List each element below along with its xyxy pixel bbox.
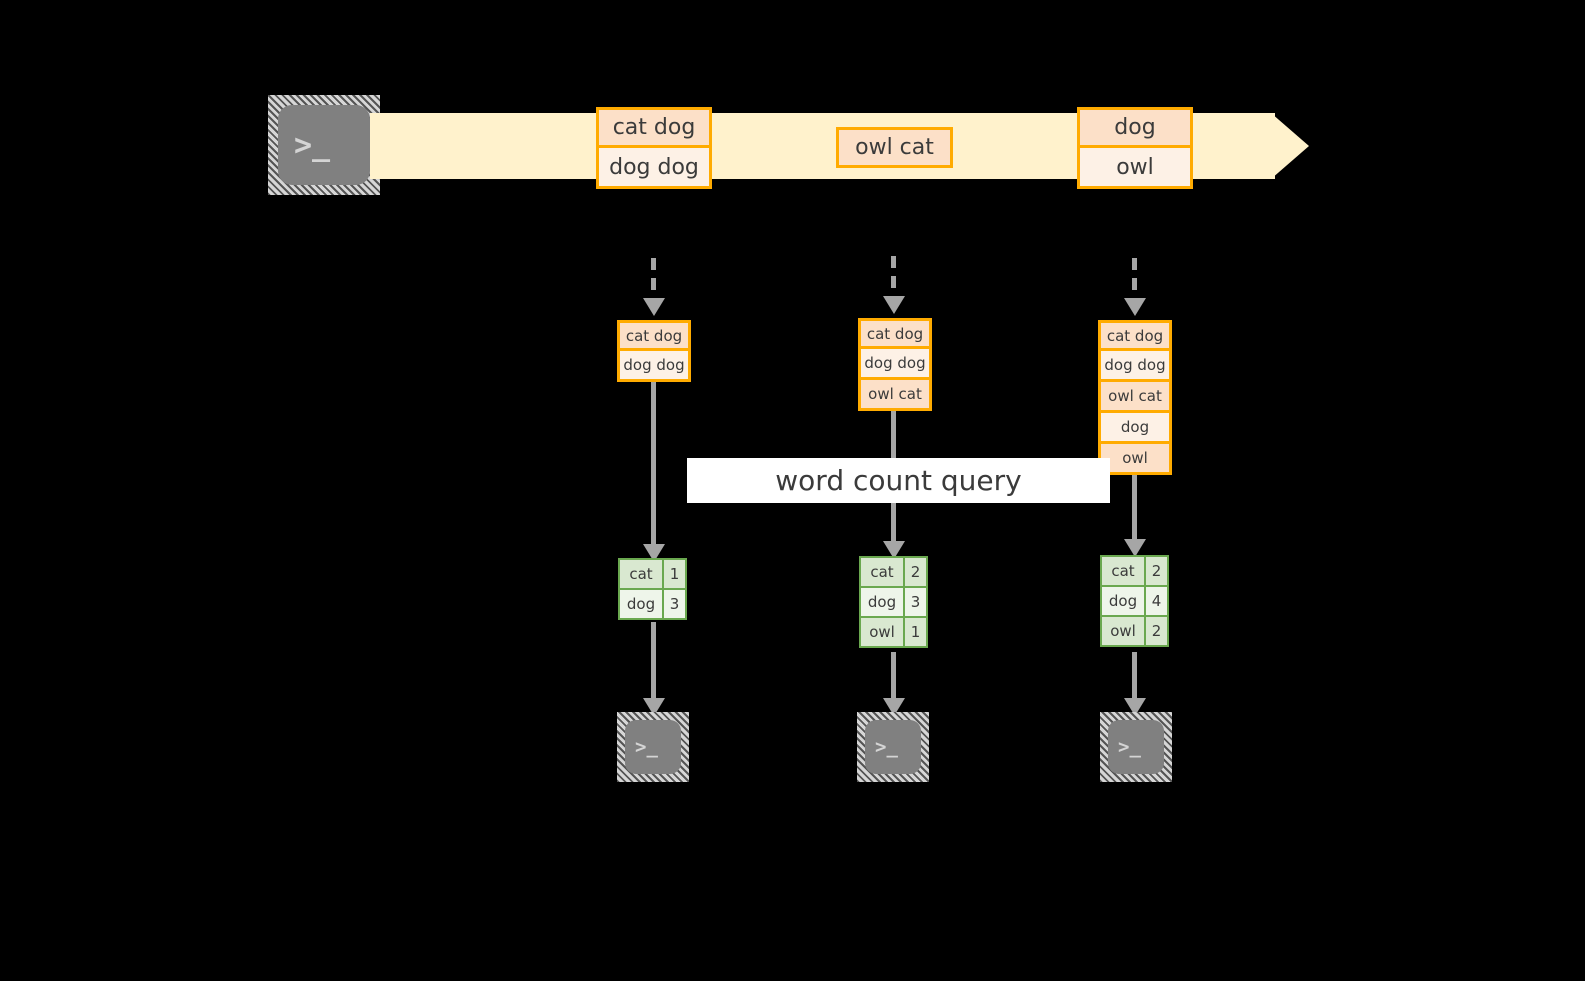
snapshot-record: dog dog bbox=[858, 349, 932, 380]
snapshot-1-records[interactable]: cat dog dog dog bbox=[617, 320, 691, 382]
table-row: owl 2 bbox=[1102, 615, 1167, 645]
snapshot-record: owl cat bbox=[1098, 382, 1172, 413]
stream-record: owl cat bbox=[836, 127, 953, 168]
table-cell-count: 2 bbox=[1144, 617, 1167, 645]
snapshot-record: cat dog bbox=[617, 320, 691, 351]
consumer-terminal-icon-2[interactable]: >_ bbox=[857, 712, 929, 782]
table-row: owl 1 bbox=[861, 616, 926, 646]
consumer-terminal-icon-1[interactable]: >_ bbox=[617, 712, 689, 782]
stream-batch-3[interactable]: dog owl bbox=[1077, 107, 1193, 189]
table-row: cat 2 bbox=[1102, 557, 1167, 585]
snapshot-2-records[interactable]: cat dog dog dog owl cat bbox=[858, 318, 932, 411]
terminal-prompt-glyph: >_ bbox=[635, 736, 658, 758]
snapshot-1-result-table[interactable]: cat 1 dog 3 bbox=[618, 558, 687, 620]
snapshot-record: dog bbox=[1098, 413, 1172, 444]
snapshot-3-result-table[interactable]: cat 2 dog 4 owl 2 bbox=[1100, 555, 1169, 647]
table-cell-count: 2 bbox=[1144, 557, 1167, 585]
table-cell-count: 3 bbox=[662, 590, 685, 618]
stream-record: dog dog bbox=[596, 148, 712, 189]
table-cell-count: 1 bbox=[662, 560, 685, 588]
terminal-prompt-glyph: >_ bbox=[294, 128, 331, 163]
query-banner: word count query bbox=[687, 458, 1110, 503]
table-cell-count: 4 bbox=[1144, 587, 1167, 615]
table-cell-word: cat bbox=[1102, 557, 1144, 585]
table-row: dog 4 bbox=[1102, 585, 1167, 615]
table-cell-count: 3 bbox=[903, 588, 926, 616]
table-row: dog 3 bbox=[861, 586, 926, 616]
stream-batch-2[interactable]: owl cat bbox=[836, 127, 953, 168]
table-cell-count: 2 bbox=[903, 558, 926, 586]
table-cell-word: dog bbox=[861, 588, 903, 616]
terminal-prompt-glyph: >_ bbox=[1118, 736, 1141, 758]
stream-record: cat dog bbox=[596, 107, 712, 148]
snapshot-record: owl cat bbox=[858, 380, 932, 411]
table-cell-word: cat bbox=[620, 560, 662, 588]
terminal-body bbox=[1108, 720, 1164, 774]
stream-record: owl bbox=[1077, 148, 1193, 189]
terminal-prompt-glyph: >_ bbox=[875, 736, 898, 758]
table-row: cat 2 bbox=[861, 558, 926, 586]
table-row: cat 1 bbox=[620, 560, 685, 588]
snapshot-record: dog dog bbox=[1098, 351, 1172, 382]
table-cell-count: 1 bbox=[903, 618, 926, 646]
snapshot-record: cat dog bbox=[1098, 320, 1172, 351]
snapshot-record: cat dog bbox=[858, 318, 932, 349]
table-row: dog 3 bbox=[620, 588, 685, 618]
table-cell-word: owl bbox=[861, 618, 903, 646]
snapshot-record: owl bbox=[1098, 444, 1172, 475]
producer-terminal-icon[interactable]: >_ bbox=[268, 95, 380, 195]
table-cell-word: dog bbox=[1102, 587, 1144, 615]
query-banner-label: word count query bbox=[775, 464, 1022, 497]
terminal-body bbox=[625, 720, 681, 774]
terminal-body bbox=[278, 105, 370, 185]
terminal-body bbox=[865, 720, 921, 774]
stream-arrow-head-icon bbox=[1271, 113, 1309, 179]
snapshot-2-result-table[interactable]: cat 2 dog 3 owl 1 bbox=[859, 556, 928, 648]
consumer-terminal-icon-3[interactable]: >_ bbox=[1100, 712, 1172, 782]
snapshot-record: dog dog bbox=[617, 351, 691, 382]
table-cell-word: dog bbox=[620, 590, 662, 618]
table-cell-word: owl bbox=[1102, 617, 1144, 645]
snapshot-3-records[interactable]: cat dog dog dog owl cat dog owl bbox=[1098, 320, 1172, 475]
stream-batch-1[interactable]: cat dog dog dog bbox=[596, 107, 712, 189]
stream-record: dog bbox=[1077, 107, 1193, 148]
table-cell-word: cat bbox=[861, 558, 903, 586]
